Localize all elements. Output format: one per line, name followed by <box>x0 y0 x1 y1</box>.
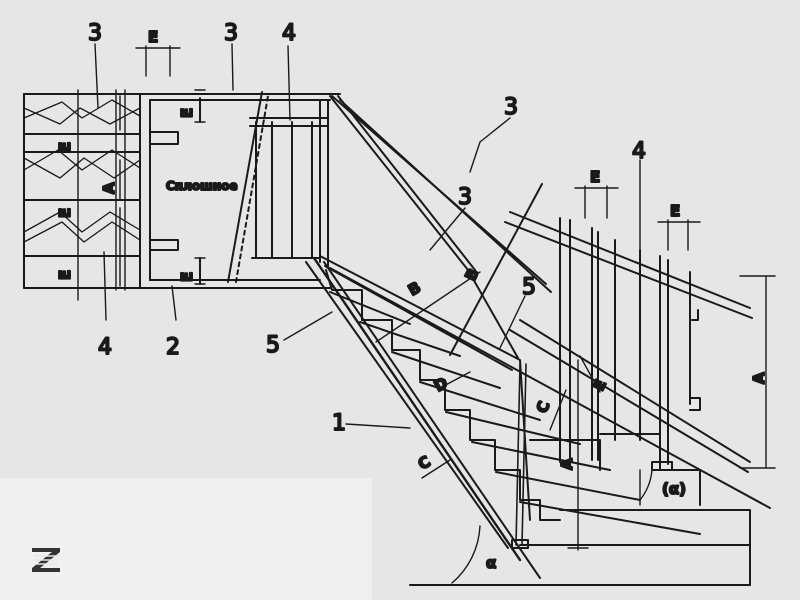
z-logo-icon <box>32 548 60 572</box>
label-1: 1 <box>332 411 346 436</box>
landing-outline <box>23 91 552 293</box>
label-C-2: C <box>533 399 554 416</box>
label-5b: 5 <box>522 275 536 300</box>
label-4c: 4 <box>98 335 112 360</box>
label-E-m2: E <box>178 272 196 282</box>
label-D: D <box>431 374 451 396</box>
label-alpha-paren: (α) <box>662 480 686 498</box>
label-5a: 5 <box>266 333 280 358</box>
label-3b: 3 <box>224 21 238 46</box>
label-3a: 3 <box>88 21 102 46</box>
label-A-right: A <box>750 372 768 384</box>
corner-blank-area <box>0 478 372 600</box>
leader-lines <box>94 43 641 429</box>
label-E-rail1: E <box>590 168 600 186</box>
label-3c: 3 <box>504 95 518 120</box>
label-B-2: B <box>461 266 482 284</box>
label-solid: Сплошное <box>166 179 238 193</box>
label-2: 2 <box>166 335 180 360</box>
label-E-rail2: E <box>670 202 680 220</box>
label-4a: 4 <box>282 21 296 46</box>
label-A-stair: A <box>558 458 576 470</box>
landing-hatch <box>23 99 141 243</box>
label-A-landing: A <box>100 182 118 194</box>
label-E-l3: E <box>56 270 74 280</box>
label-E-l1: E <box>56 142 74 152</box>
stair-steps <box>305 256 771 586</box>
label-4b: 4 <box>632 139 646 164</box>
label-E-m1: E <box>178 108 196 118</box>
label-3d: 3 <box>458 185 472 210</box>
label-E-l2: E <box>56 208 74 218</box>
label-alpha: α <box>486 554 496 572</box>
label-C-1: C <box>415 452 434 473</box>
railing-right <box>504 211 753 473</box>
dimensions <box>77 45 776 584</box>
railing-left <box>319 95 543 549</box>
label-E-top: E <box>148 28 158 46</box>
label-B-1: B <box>405 278 424 299</box>
